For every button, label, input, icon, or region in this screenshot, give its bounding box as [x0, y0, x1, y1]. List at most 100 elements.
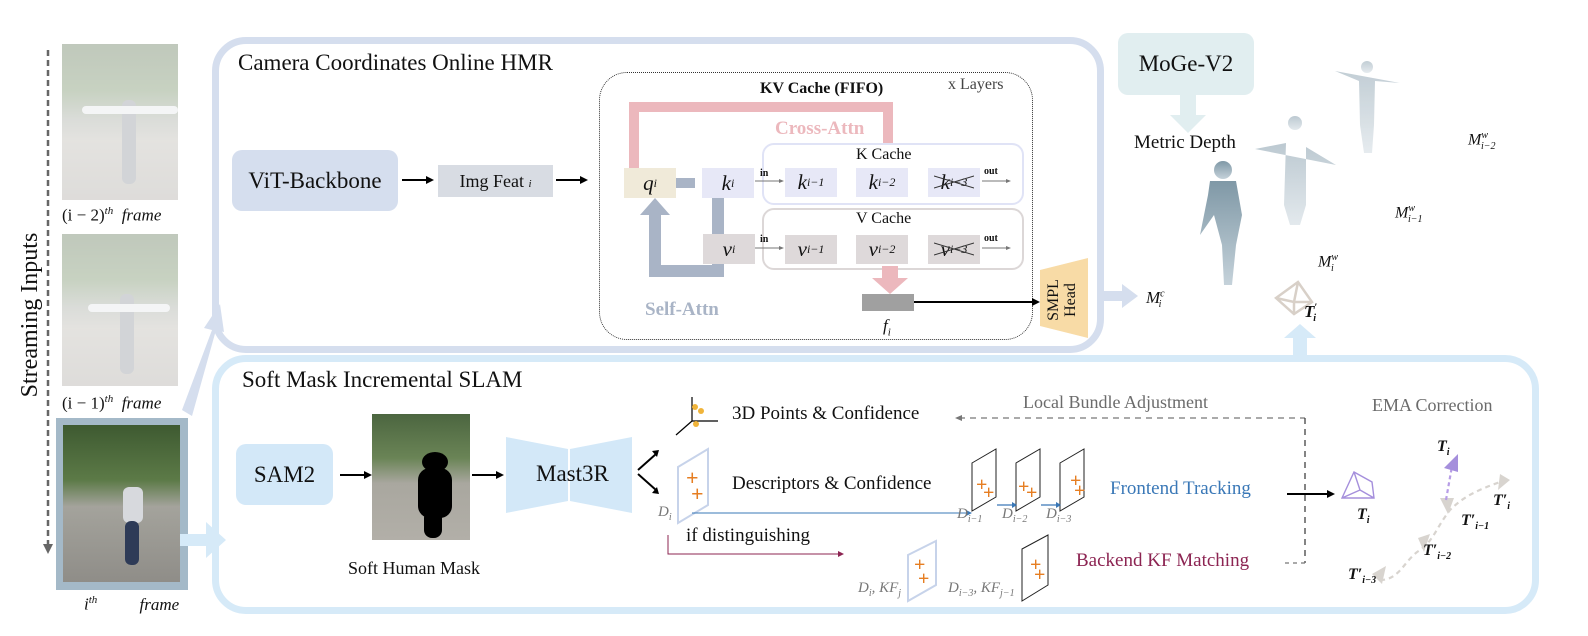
metric-depth-label: Metric Depth — [1134, 132, 1236, 153]
ema-trajectory — [1372, 454, 1510, 584]
v-out-arrow — [982, 246, 1011, 250]
keyframe-plane-i-minus-3: ++ — [1021, 534, 1049, 602]
arrow-backbone-to-feat — [402, 176, 434, 184]
if-distinguishing-label: if distinguishing — [686, 525, 811, 546]
hmr-panel — [212, 37, 1104, 353]
kv-cache-layer-box — [599, 72, 1033, 340]
img-feat-box: Img Feat i — [438, 165, 553, 197]
descriptor-label-i-minus-2: Di−2 — [1002, 506, 1028, 525]
descriptor-plane-i-minus-3: ++ — [1059, 448, 1085, 512]
keyframe-label-i-minus-3: Di−3, KFj−1 — [948, 580, 1015, 599]
cross-attn-label: Cross-Attn — [775, 118, 865, 139]
backend-kf-matching-label: Backend KF Matching — [1076, 550, 1250, 571]
3d-points-icon — [675, 397, 718, 436]
world-camera-icon — [1274, 280, 1314, 316]
arrow-mask-to-mast3r — [472, 471, 504, 479]
pose-label: Ti — [1357, 506, 1370, 527]
world-mesh-label-i: Mwi — [1318, 252, 1338, 274]
fused-feature-bar — [862, 294, 914, 311]
frame-image-i — [63, 425, 180, 582]
moge-arrow — [1170, 95, 1206, 133]
svg-text:+: + — [1074, 480, 1085, 502]
v-in-arrow — [755, 246, 784, 250]
svg-text:+: + — [918, 568, 929, 590]
descriptor-planes: ++ ++ ++ ++ ++ ++ — [667, 447, 1085, 603]
svg-text:+: + — [1034, 564, 1045, 586]
mesh-i-minus-1 — [1255, 116, 1336, 225]
world-mesh-label-i-minus-1: Mwi−1 — [1395, 203, 1423, 225]
svg-text:+: + — [686, 465, 699, 490]
keyframe-label-i: Di, KFj — [858, 580, 902, 599]
moge-v2-box: MoGe-V2 — [1118, 33, 1254, 95]
hmr-title: Camera Coordinates Online HMR — [238, 50, 553, 75]
svg-text:+: + — [1070, 470, 1081, 492]
mast3r-fork-arrows — [637, 450, 659, 494]
mesh-i — [1200, 161, 1242, 285]
ema-label-ti-minus-1: T′i−1 — [1461, 512, 1490, 533]
descriptor-plane-i: ++ — [677, 447, 709, 525]
frame-label-i: ith frame — [84, 594, 180, 614]
ema-label-ti-prime: T′i — [1493, 492, 1511, 513]
svg-text:+: + — [976, 474, 987, 496]
k-cache-box — [762, 143, 1024, 205]
v-cache-title: V Cache — [856, 210, 912, 227]
mast3r-block — [506, 437, 632, 513]
mesh-i-minus-2 — [1335, 61, 1400, 153]
v-in-label: in — [760, 234, 769, 245]
k-in-label: in — [760, 168, 769, 179]
descriptors-label: Descriptors & Confidence — [732, 473, 932, 494]
local-ba-label: Local Bundle Adjustment — [1023, 392, 1208, 412]
camera-mesh-label: Mci — [1146, 288, 1165, 311]
3d-points-label: 3D Points & Confidence — [732, 403, 920, 424]
ema-label-ti: Ti — [1437, 438, 1450, 459]
descriptor-label-i-minus-3: Di−3 — [1046, 506, 1072, 525]
ema-label-ti-minus-3: T′i−3 — [1348, 566, 1377, 587]
keyframe-plane-i: ++ — [907, 539, 937, 603]
descriptor-plane-i-minus-2: ++ — [1015, 448, 1041, 512]
slam-to-world-arrow — [1284, 324, 1316, 358]
vit-backbone-box: ViT-Backbone — [232, 150, 398, 211]
frame-label-i-minus-2: (i − 2)th frame — [62, 205, 162, 225]
ema-correction-label: EMA Correction — [1372, 395, 1493, 415]
k-out-arrow — [982, 179, 1011, 183]
time-arrow — [43, 50, 53, 554]
layers-label: x Layers — [948, 76, 1004, 93]
cache-to-f-arrow — [872, 266, 908, 294]
descriptor-label-i-minus-1: Di−1 — [957, 506, 983, 525]
ema-label-ti-minus-2: T′i−2 — [1423, 542, 1452, 563]
descriptor-plane-i-minus-1: ++ — [971, 448, 997, 512]
local-ba-dashed-lines — [955, 415, 1306, 564]
tracking-to-pose-arrow — [1287, 490, 1335, 498]
self-attn-label: Self-Attn — [645, 299, 719, 320]
arrow-feat-to-q — [556, 176, 588, 184]
svg-text:+: + — [914, 554, 925, 576]
attention-arrows — [629, 102, 893, 277]
svg-text:+: + — [1026, 482, 1037, 504]
soft-mask-image — [372, 414, 470, 540]
smpl-head-block — [1040, 258, 1088, 338]
world-meshes — [1200, 61, 1400, 285]
svg-text:+: + — [983, 482, 994, 504]
v-out-label: out — [984, 233, 998, 244]
arrow-f-to-smpl — [914, 298, 1040, 306]
sam2-box: SAM2 — [236, 444, 333, 505]
svg-text:+: + — [1018, 476, 1029, 498]
frame-image-i-minus-1 — [62, 234, 178, 386]
fused-feature-label: fi — [883, 316, 891, 339]
k-in-arrow — [755, 179, 784, 183]
soft-mask-label: Soft Human Mask — [348, 558, 480, 578]
frontend-tracking-label: Frontend Tracking — [1110, 478, 1251, 499]
slam-title: Soft Mask Incremental SLAM — [242, 367, 523, 392]
frame-image-i-minus-2 — [62, 44, 178, 200]
world-camera-label: T′i — [1304, 302, 1318, 325]
slam-panel — [212, 355, 1539, 614]
